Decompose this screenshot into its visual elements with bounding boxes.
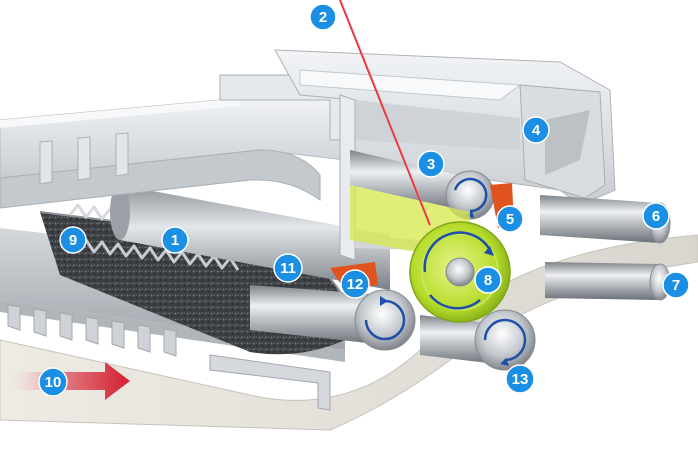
rotation-arrow-icon bbox=[483, 318, 527, 362]
callout-5: 5 bbox=[496, 205, 524, 233]
callout-3-label: 3 bbox=[427, 156, 435, 173]
callout-13: 13 bbox=[505, 364, 535, 394]
rotation-arrow-icon bbox=[453, 177, 488, 213]
callout-10-label: 10 bbox=[45, 374, 62, 391]
callout-2: 2 bbox=[309, 3, 337, 31]
callout-1-label: 1 bbox=[171, 232, 179, 249]
callout-8-label: 8 bbox=[484, 272, 492, 289]
callout-1: 1 bbox=[161, 226, 189, 254]
callout-9-label: 9 bbox=[69, 232, 77, 249]
callout-6: 6 bbox=[642, 202, 670, 230]
pressure-roller bbox=[420, 309, 536, 371]
callout-12-label: 12 bbox=[347, 276, 364, 293]
callout-6-label: 6 bbox=[652, 208, 660, 225]
callout-2-label: 2 bbox=[319, 9, 327, 26]
feed-direction-arrow-icon bbox=[10, 362, 130, 400]
rotation-arrow-icon bbox=[364, 299, 406, 341]
developer-drum bbox=[110, 184, 390, 290]
callout-9: 9 bbox=[59, 226, 87, 254]
callout-10: 10 bbox=[38, 367, 68, 397]
callout-13-label: 13 bbox=[512, 371, 529, 388]
callout-5-label: 5 bbox=[506, 211, 514, 228]
rotation-arrow-icon bbox=[423, 231, 492, 273]
upper-housing bbox=[0, 74, 346, 209]
callout-4-label: 4 bbox=[532, 122, 541, 139]
photoconductor-drum bbox=[350, 185, 511, 323]
callout-4: 4 bbox=[522, 116, 550, 144]
exit-rollers bbox=[540, 195, 671, 301]
callout-12: 12 bbox=[340, 269, 370, 299]
callout-8: 8 bbox=[474, 266, 502, 294]
callout-11: 11 bbox=[273, 253, 303, 283]
callout-7-label: 7 bbox=[672, 277, 680, 294]
laser-beam-icon bbox=[339, 0, 431, 226]
callout-3: 3 bbox=[417, 150, 445, 178]
charge-roller bbox=[250, 285, 416, 351]
callout-11-label: 11 bbox=[280, 260, 296, 277]
callout-7: 7 bbox=[662, 271, 690, 299]
